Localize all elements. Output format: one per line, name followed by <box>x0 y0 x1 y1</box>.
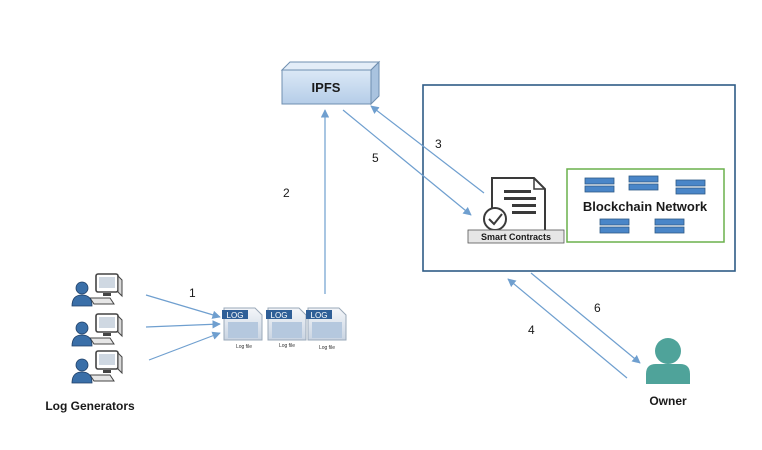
log-tag: LOG <box>271 311 288 320</box>
ipfs-label: IPFS <box>312 80 341 95</box>
log-tag: LOG <box>227 311 244 320</box>
arrow-generator3-to-logs <box>148 331 221 361</box>
blockchain-network: Blockchain Network <box>566 168 725 243</box>
log-file-3: LOG Log file <box>306 307 347 351</box>
blockchain-network-label: Blockchain Network <box>583 199 708 214</box>
step-label-6: 6 <box>594 301 601 315</box>
network-node-icon <box>599 218 630 234</box>
contract-document-icon <box>483 177 546 233</box>
owner-label: Owner <box>649 394 687 408</box>
network-node-icon <box>675 179 706 195</box>
smart-contracts-node: Smart Contracts <box>467 177 565 244</box>
step-label-2: 2 <box>283 186 290 200</box>
log-generator-2 <box>71 313 123 347</box>
network-node-icon <box>628 175 659 191</box>
network-node-icon <box>654 218 685 234</box>
log-file-caption: Log file <box>279 343 295 349</box>
log-file-1: LOG Log file <box>222 307 263 350</box>
log-tag: LOG <box>311 311 328 320</box>
arrow-ipfs-to-contracts <box>342 109 472 216</box>
arrow-generator2-to-logs <box>145 320 221 329</box>
owner-person-icon <box>646 338 690 384</box>
log-generator-3 <box>71 350 123 384</box>
step-label-5: 5 <box>372 151 379 165</box>
arrow-contracts-to-ipfs <box>370 105 485 194</box>
system-boundary-box <box>422 84 736 272</box>
log-file-caption: Log file <box>236 344 252 350</box>
arrow-owner-to-system <box>507 278 628 379</box>
step-label-1: 1 <box>189 286 196 300</box>
arrow-system-to-owner <box>530 272 641 364</box>
step-label-3: 3 <box>435 137 442 151</box>
network-node-icon <box>584 177 615 193</box>
log-file-2: LOG Log file <box>266 307 307 349</box>
arrow-generator1-to-logs <box>145 294 221 319</box>
step-label-4: 4 <box>528 323 535 337</box>
log-generator-1 <box>71 273 123 307</box>
log-file-caption: Log file <box>319 345 335 351</box>
smart-contracts-label: Smart Contracts <box>481 232 551 242</box>
owner-node: Owner <box>646 338 690 408</box>
log-generators-label: Log Generators <box>45 399 135 413</box>
ipfs-node: IPFS <box>280 60 381 106</box>
